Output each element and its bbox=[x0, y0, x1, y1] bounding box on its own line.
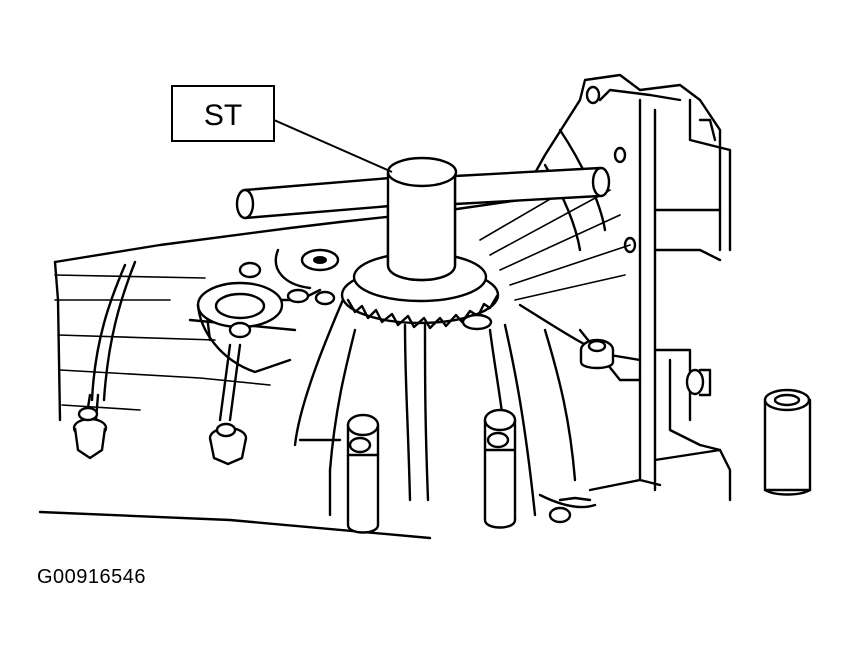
bolt-right-2 bbox=[548, 506, 572, 524]
boss-left bbox=[196, 248, 340, 374]
centre-cover bbox=[293, 293, 592, 522]
callout-label: ST bbox=[204, 99, 242, 132]
figure-id: G00916546 bbox=[37, 566, 147, 588]
dowel-pipe bbox=[763, 388, 812, 496]
bolt-left-1 bbox=[72, 393, 108, 460]
special-tool-st bbox=[235, 156, 611, 331]
bolt-centre-1 bbox=[346, 413, 380, 534]
callout-leader bbox=[273, 119, 393, 173]
callout-st: ST bbox=[171, 85, 393, 173]
bolt-centre-2 bbox=[483, 408, 517, 529]
bolt-left-2 bbox=[208, 321, 252, 466]
bolt-right-1 bbox=[579, 338, 615, 370]
callout-box bbox=[171, 85, 275, 142]
transmission-case-right bbox=[338, 73, 732, 509]
